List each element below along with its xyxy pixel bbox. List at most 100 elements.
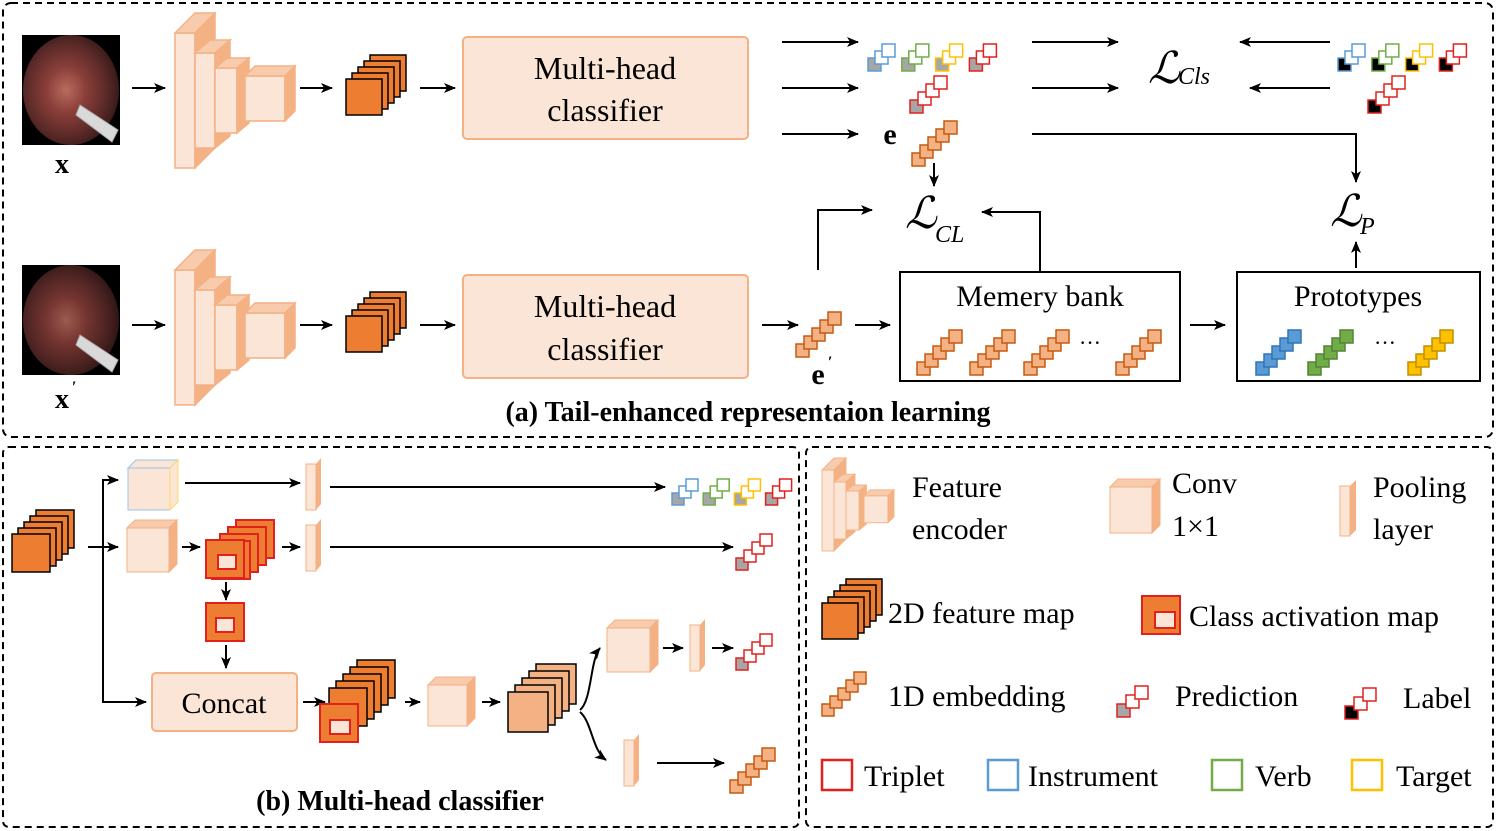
legend-label-icon — [1344, 687, 1377, 720]
legend-cam-icon — [1141, 595, 1181, 635]
prediction-component-stack — [867, 43, 998, 72]
svg-text:′: ′ — [828, 354, 833, 371]
legend-instrument-swatch — [986, 758, 1020, 792]
svg-text:Cls: Cls — [1178, 64, 1210, 90]
label-cell — [1391, 75, 1406, 90]
legend-pooling-icon — [1339, 480, 1356, 537]
memory-embedding-cell — [1001, 329, 1016, 344]
loss-cl: ℒ CL — [905, 189, 964, 248]
input-x-prime-label: x ′ — [55, 379, 77, 415]
legend-feature-encoder-icon — [820, 456, 896, 553]
class-activation-maps — [205, 519, 275, 580]
prediction-cell — [933, 75, 948, 90]
memory-embedding-cell — [1147, 329, 1162, 344]
legend-feature-map-icon — [821, 578, 883, 640]
feature-map-top — [345, 54, 407, 116]
svg-text:CL: CL — [935, 222, 964, 248]
legend-conv-2: 1×1 — [1172, 510, 1219, 543]
input-image-x-prime — [22, 265, 120, 375]
panel-b-caption: (b) Multi-head classifier — [256, 786, 544, 817]
legend-feature-encoder-2: encoder — [912, 513, 1007, 546]
feature-encoder-top — [173, 11, 297, 170]
legend-embedding: 1D embedding — [888, 680, 1065, 713]
loss-cls: ℒ Cls — [1148, 44, 1210, 93]
branch-arrow-down — [579, 711, 607, 761]
arrow — [817, 205, 873, 270]
feature-map-bottom — [345, 291, 407, 353]
pooling-component — [305, 458, 321, 511]
svg-text:Memery bank: Memery bank — [956, 280, 1123, 313]
legend-verb: Verb — [1255, 760, 1312, 793]
prediction-triplet-stack — [909, 75, 948, 114]
svg-text:···: ··· — [1374, 330, 1396, 355]
svg-text:classifier: classifier — [547, 331, 663, 367]
prototype-cell — [1439, 329, 1454, 344]
panel-b-frame — [2, 446, 800, 828]
conv-component — [126, 458, 180, 512]
svg-text:′: ′ — [72, 379, 77, 396]
prediction-cell — [1385, 43, 1400, 58]
multi-head-classifier-bottom: Multi-head classifier — [462, 274, 749, 379]
embedding-b — [729, 747, 776, 794]
svg-text:ℒ: ℒ — [1148, 44, 1181, 93]
legend-prediction: Prediction — [1175, 680, 1298, 713]
prototype-cell — [1287, 329, 1302, 344]
prediction-cell — [759, 533, 773, 547]
svg-text:Prototypes: Prototypes — [1294, 280, 1422, 313]
embedding-e-prime — [795, 311, 842, 358]
legend-triplet: Triplet — [864, 760, 945, 793]
legend-prediction-icon — [1116, 685, 1149, 718]
label-cell — [1362, 687, 1377, 702]
conv-triplet — [125, 518, 179, 574]
memory-bank: Memery bank ··· — [899, 271, 1181, 382]
multi-head-classifier-top: Multi-head classifier — [462, 36, 749, 140]
conv-fused — [426, 675, 477, 728]
arrow — [88, 475, 119, 548]
concat-block: Concat — [151, 672, 298, 732]
memory-embedding-cell — [1055, 329, 1070, 344]
legend-target: Target — [1396, 760, 1472, 793]
prediction-cell — [1134, 685, 1149, 700]
legend-pooling: Pooling — [1373, 471, 1466, 504]
branch-arrow-up — [579, 647, 601, 711]
memory-embedding-cell — [948, 329, 963, 344]
arrow — [1032, 133, 1361, 183]
embedding-cell — [761, 747, 776, 762]
legend-cam: Class activation map — [1189, 600, 1439, 633]
prediction-cell — [881, 43, 896, 58]
prediction-triplet-b — [735, 533, 773, 571]
arrow — [102, 547, 147, 707]
prediction-triplet-b2 — [735, 633, 773, 671]
pooling-head-2 — [689, 619, 705, 672]
prediction-cell — [1452, 43, 1468, 58]
svg-text:Multi-head: Multi-head — [534, 50, 676, 86]
prediction-component-stack-b — [671, 478, 793, 506]
loss-p: ℒ P — [1330, 187, 1375, 240]
legend-feature-map: 2D feature map — [888, 597, 1075, 630]
prediction-cell — [759, 633, 773, 647]
feature-encoder-bottom — [173, 248, 297, 407]
input-x-label: x — [55, 149, 69, 180]
legend-frame — [805, 446, 1494, 828]
prediction-cell — [948, 43, 964, 58]
legend-feature-encoder: Feature — [912, 471, 1002, 504]
svg-text:e: e — [811, 358, 824, 391]
prediction-cell — [778, 478, 793, 492]
embedding-e — [911, 120, 958, 167]
prediction-cell — [685, 478, 699, 492]
legend-conv: Conv — [1172, 467, 1237, 500]
svg-text:Concat: Concat — [182, 687, 268, 720]
pooling-triplet — [305, 519, 321, 572]
concat-feature-maps — [319, 659, 396, 743]
prediction-cell — [716, 478, 730, 492]
prediction-cell — [982, 43, 998, 58]
embedding-cell — [853, 671, 867, 685]
legend-triplet-swatch — [820, 758, 854, 792]
pooling-embedding — [623, 734, 639, 787]
prediction-cell — [1418, 43, 1434, 58]
embedding-e-prime-label: e ′ — [811, 354, 832, 391]
embedding-e-label: e — [883, 118, 896, 151]
embedding-cell — [943, 120, 958, 135]
legend-verb-swatch — [1210, 758, 1244, 792]
